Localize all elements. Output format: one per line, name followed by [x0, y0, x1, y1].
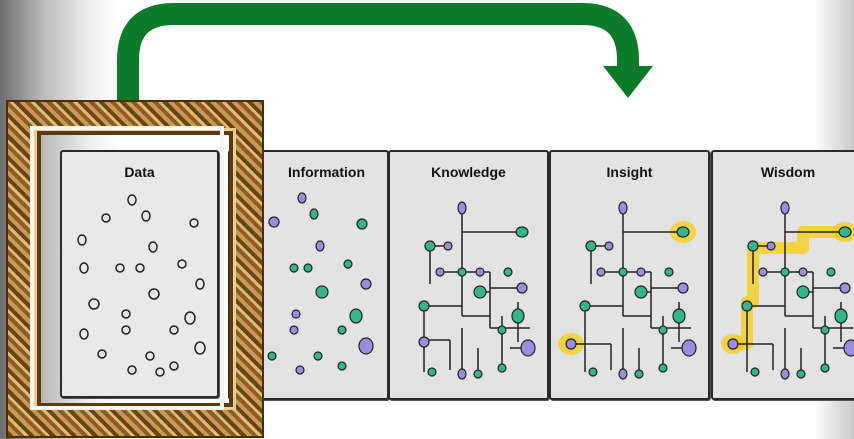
knowledge-network [418, 201, 536, 380]
panel-knowledge: Knowledge [388, 150, 549, 400]
panel-title-wisdom: Wisdom [760, 164, 816, 180]
panel-title-insight: Insight [606, 164, 653, 180]
insight-network [558, 201, 697, 380]
ornate-picture-frame [8, 102, 262, 436]
panel-title-information: Information [288, 164, 365, 180]
wisdom-network [721, 201, 854, 380]
information-colored-dots [267, 192, 374, 375]
panel-title-knowledge: Knowledge [431, 164, 506, 180]
panel-insight: Insight [549, 150, 710, 400]
panel-wisdom: Wisdom [711, 150, 854, 400]
frame-inner-mat [30, 126, 224, 410]
